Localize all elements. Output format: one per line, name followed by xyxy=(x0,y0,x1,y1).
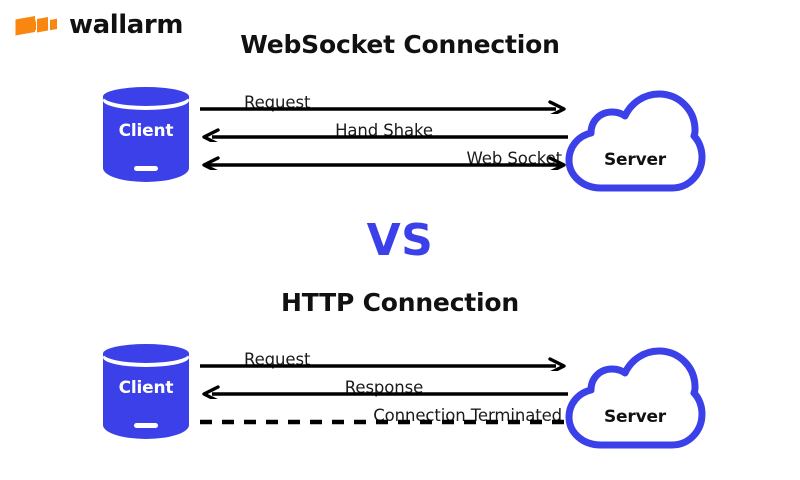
arrow-left-icon xyxy=(202,385,568,399)
http-message-row: Response xyxy=(198,371,570,399)
websocket-message-label: Request xyxy=(244,93,311,112)
websocket-message-row: Hand Shake xyxy=(198,114,570,142)
websocket-server-label: Server xyxy=(604,150,666,170)
http-client-label: Client xyxy=(118,378,174,398)
websocket-server-node: Server xyxy=(560,88,710,200)
cloud-icon xyxy=(565,347,706,449)
http-message-label: Response xyxy=(344,378,424,397)
cylinder-top-ellipse xyxy=(103,344,189,363)
arrow-right-icon xyxy=(200,100,566,114)
http-section-title: HTTP Connection xyxy=(280,288,520,317)
cloud-icon xyxy=(565,90,706,192)
brand-logo: wallarm xyxy=(14,12,183,38)
websocket-message-row: Request xyxy=(198,86,570,114)
dashed-line-icon xyxy=(200,419,568,425)
websocket-message-label: Web Socket xyxy=(466,149,563,168)
arrow-bidirectional-icon xyxy=(202,156,566,170)
http-message-row: Connection Terminated xyxy=(198,399,570,427)
http-server-label: Server xyxy=(604,407,666,427)
http-message-label: Request xyxy=(244,350,311,369)
wallarm-lightning-logo-icon xyxy=(15,16,57,36)
http-client-node: Client xyxy=(103,344,189,448)
cylinder-slot-icon xyxy=(134,423,158,428)
websocket-message-row: Web Socket xyxy=(198,142,570,170)
arrow-left-icon xyxy=(202,128,568,142)
websocket-message-label: Hand Shake xyxy=(335,121,433,140)
websocket-message-flow: Request Hand Shake Web Socket xyxy=(198,86,570,170)
http-message-row: Request xyxy=(198,343,570,371)
http-server-node: Server xyxy=(560,345,710,457)
arrow-right-icon xyxy=(200,357,566,371)
websocket-client-node: Client xyxy=(103,87,189,191)
websocket-client-label: Client xyxy=(118,121,174,141)
cylinder-slot-icon xyxy=(134,166,158,171)
websocket-section-title: WebSocket Connection xyxy=(240,30,560,59)
http-message-flow: Request Response Connection Terminated xyxy=(198,343,570,427)
versus-label: VS xyxy=(366,215,434,266)
brand-name: wallarm xyxy=(69,10,184,40)
cylinder-top-ellipse xyxy=(103,87,189,106)
